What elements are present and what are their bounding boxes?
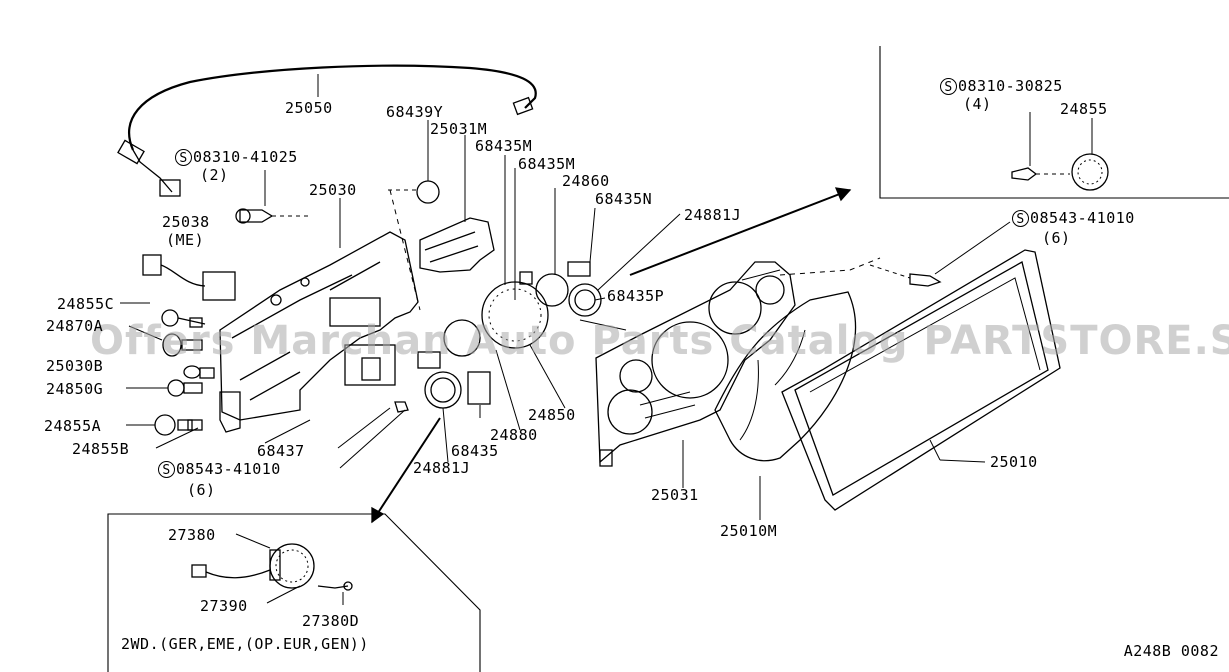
warning-unit-24860 xyxy=(567,261,591,277)
circuit-block xyxy=(361,357,381,381)
label-25031: 25031 xyxy=(651,486,699,504)
label-24881J-b: 24881J xyxy=(413,459,471,477)
bracket-lines xyxy=(424,231,479,263)
label-25031M: 25031M xyxy=(430,120,488,138)
arrow-to-detail-upper xyxy=(629,189,851,276)
label-24850: 24850 xyxy=(528,406,576,424)
screw-symbol-icon: S xyxy=(1012,210,1029,227)
label-24880: 24880 xyxy=(490,426,538,444)
bulb-socket-24850G xyxy=(167,379,203,397)
housing-hole-big xyxy=(651,321,729,399)
circuit-hole xyxy=(270,294,282,306)
label-68437: 68437 xyxy=(257,442,305,460)
label-25030B: 25030B xyxy=(46,357,104,375)
lens-25010M xyxy=(714,291,857,462)
label-variant-note: 2WD.(GER,EME,(OP.EUR,GEN)) xyxy=(121,635,369,653)
bulb-socket-24855B xyxy=(187,419,203,431)
label-me: (ME) xyxy=(166,231,205,249)
cable-connector xyxy=(117,139,145,165)
label-27380: 27380 xyxy=(168,526,216,544)
housing-hole-top xyxy=(755,275,785,305)
screw-small xyxy=(394,401,409,413)
screw-08310-30825 xyxy=(1011,167,1038,181)
screw-symbol-icon: S xyxy=(158,461,175,478)
watermark: Offers Marchan Auto Parts Catalog PARTST… xyxy=(90,318,1229,364)
label-25010: 25010 xyxy=(990,453,1038,471)
bulb-dash2 xyxy=(389,189,421,311)
bulb-socket-24855A xyxy=(154,414,193,436)
inset-box-upper-right xyxy=(879,46,1229,199)
circuit-block xyxy=(329,297,381,327)
label-24855C: 24855C xyxy=(57,295,115,313)
bulb-68439Y xyxy=(416,180,440,204)
label-25010M: 25010M xyxy=(720,522,778,540)
gauge-24881J-upper xyxy=(568,283,602,317)
bulb-socket-24870A xyxy=(162,333,203,357)
cable-tip xyxy=(512,96,534,116)
label-25030: 25030 xyxy=(309,181,357,199)
label-25050: 25050 xyxy=(285,99,333,117)
circuit-block xyxy=(344,344,396,386)
arrow-to-detail-lower xyxy=(371,417,441,523)
cluster-lid-25010 xyxy=(781,249,1061,511)
harness-wire xyxy=(160,264,206,287)
label-qty-2: (2) xyxy=(200,166,229,184)
housing-hole-left2 xyxy=(619,359,653,393)
label-68435: 68435 xyxy=(451,442,499,460)
screw-08543-41010 xyxy=(909,273,942,287)
circuit-bracket xyxy=(219,391,241,433)
circuit-detail xyxy=(231,261,381,401)
screw-symbol-icon: S xyxy=(175,149,192,166)
label-68439Y: 68439Y xyxy=(386,103,444,121)
printed-circuit-25030 xyxy=(219,231,419,421)
label-24855: 24855 xyxy=(1060,100,1108,118)
small-gauge xyxy=(443,319,481,357)
housing-hole-left xyxy=(607,389,653,435)
clock-connector xyxy=(191,564,207,578)
label-24855B: 24855B xyxy=(72,440,130,458)
harness-connector xyxy=(202,271,236,301)
bracket-25031M xyxy=(419,217,495,273)
label-68435N: 68435N xyxy=(595,190,653,208)
bulb-socket-24855C xyxy=(161,309,206,328)
warning-unit-68435 xyxy=(467,371,491,405)
speedometer-cable xyxy=(128,64,537,151)
bulb-socket-25030B xyxy=(183,365,215,379)
harness-plug xyxy=(142,254,162,276)
warning-unit xyxy=(417,351,441,369)
label-24850G: 24850G xyxy=(46,380,104,398)
label-68435M-a: 68435M xyxy=(475,137,533,155)
circuit-hole xyxy=(300,277,310,287)
label-68435P: 68435P xyxy=(607,287,665,305)
label-qty-4: (4) xyxy=(963,95,992,113)
label-68435M-b: 68435M xyxy=(518,155,576,173)
label-27390: 27390 xyxy=(200,597,248,615)
label-24855A: 24855A xyxy=(44,417,102,435)
label-24881J-a: 24881J xyxy=(684,206,742,224)
label-24870A: 24870A xyxy=(46,317,104,335)
clock-24855 xyxy=(1071,153,1109,191)
screw-08310-41025 xyxy=(239,209,274,223)
label-qty-6-a: (6) xyxy=(187,481,216,499)
inset-box-lower-left xyxy=(107,513,481,672)
housing-hole-right xyxy=(708,281,762,335)
label-24860: 24860 xyxy=(562,172,610,190)
label-27380D: 27380D xyxy=(302,612,360,630)
diagram-code: A248B 0082 xyxy=(1123,642,1219,660)
warning-unit-68435M xyxy=(519,271,533,285)
speedometer-cable-end xyxy=(132,149,173,193)
cable-plug xyxy=(159,179,181,197)
tachometer-gauge xyxy=(535,273,569,307)
label-25038: 25038 xyxy=(162,213,210,231)
label-qty-6-b: (6) xyxy=(1042,229,1071,247)
screw-symbol-icon: S xyxy=(940,78,957,95)
housing-25031 xyxy=(595,261,796,464)
